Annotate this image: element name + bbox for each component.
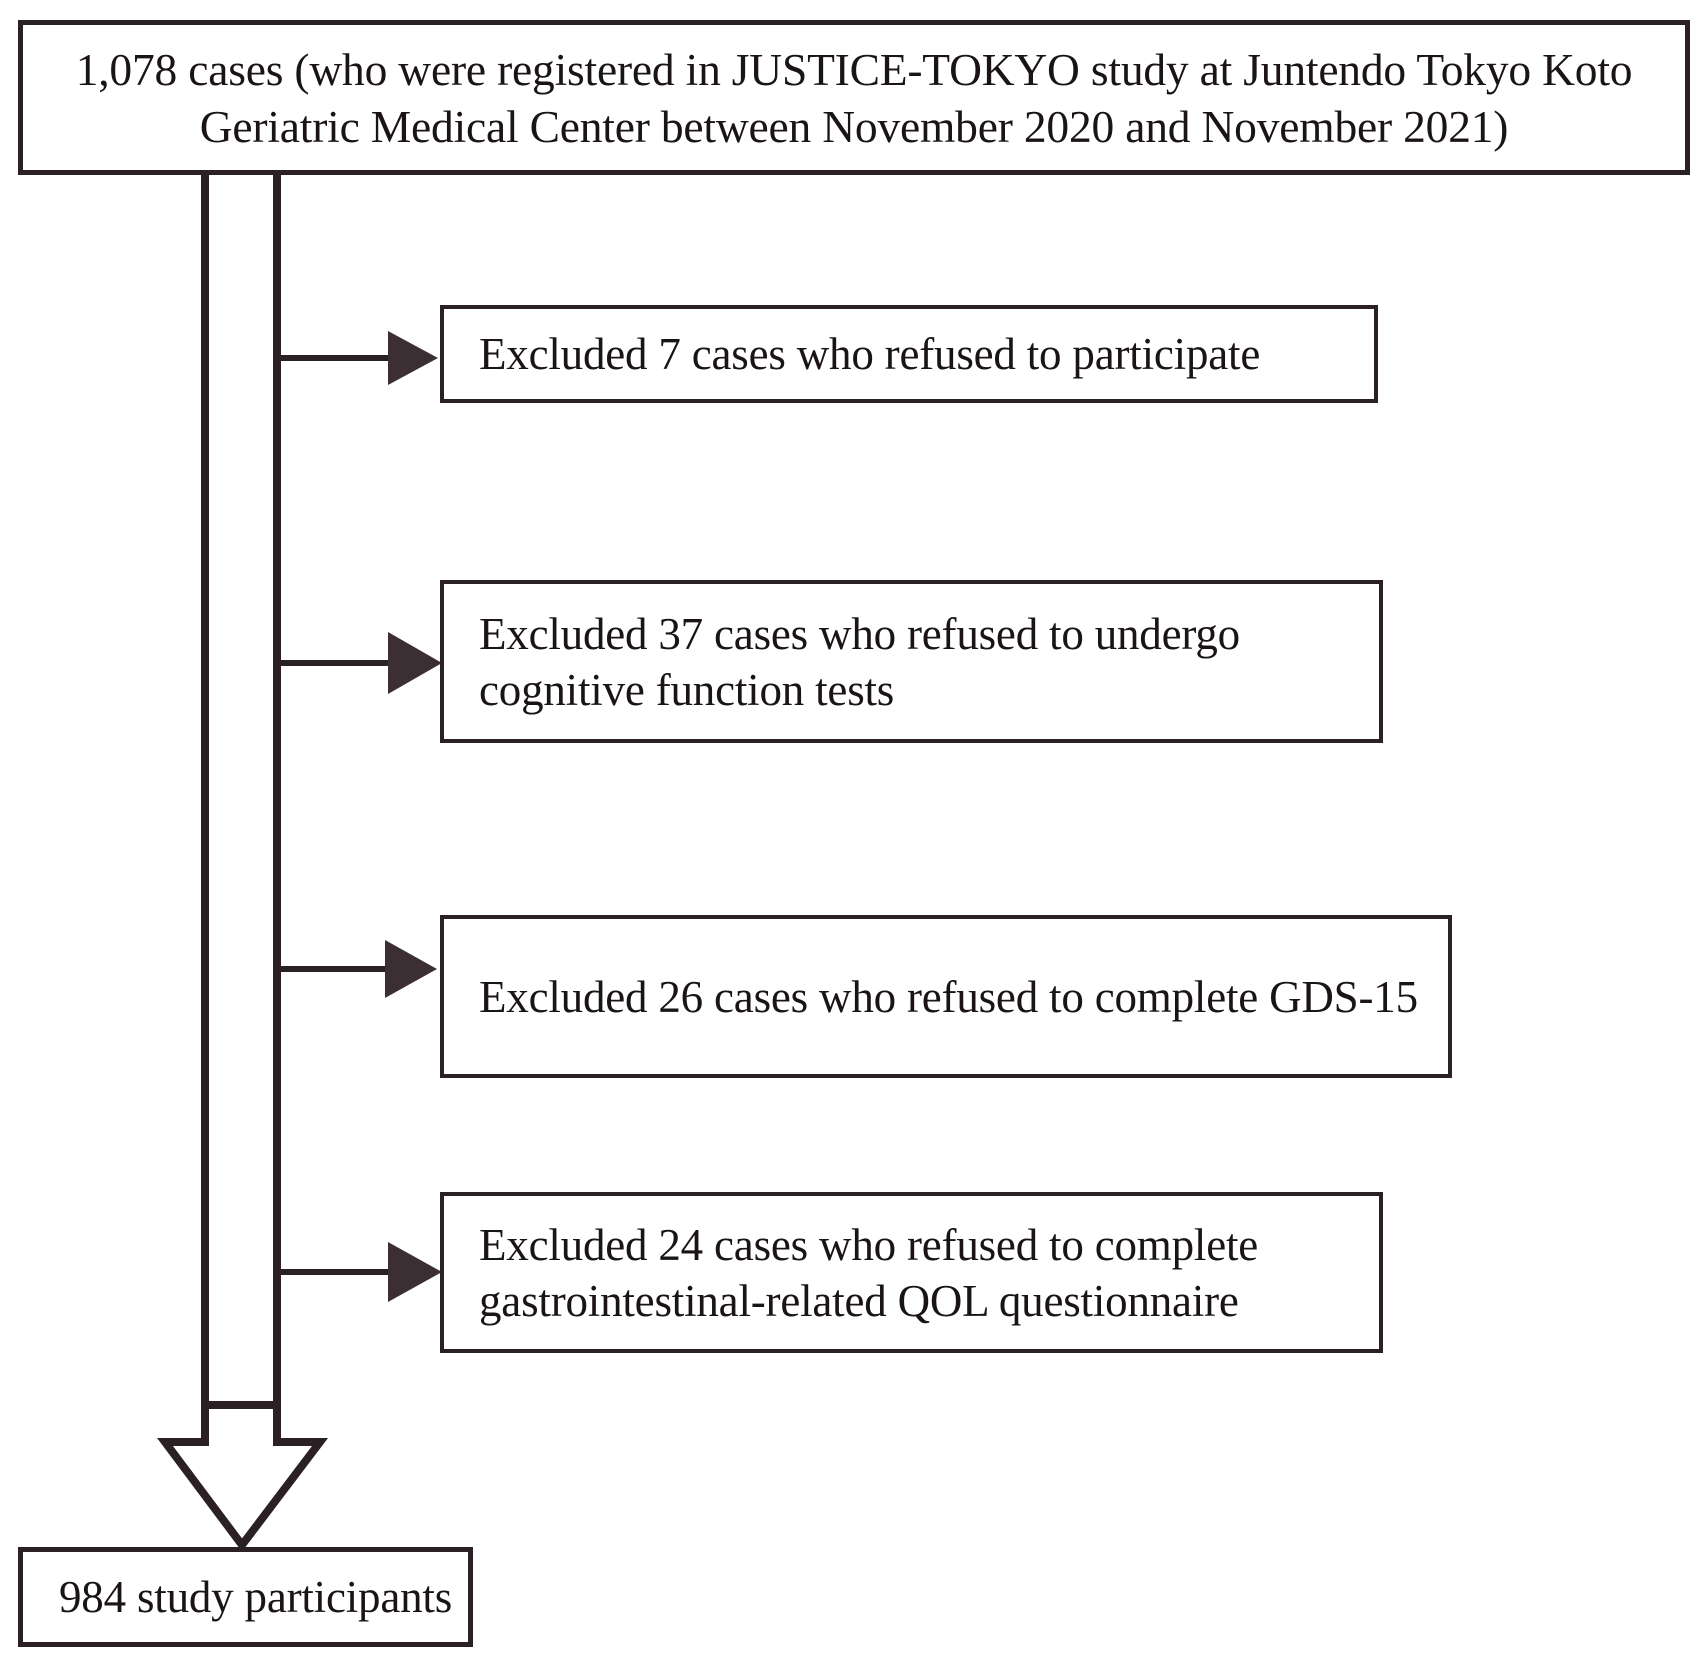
exclusion-label-3: Excluded 24 cases who refused to complet… <box>479 1219 1259 1326</box>
exclusion-branch-arrow-1 <box>277 331 438 385</box>
exclusion-box-refused-qol-questionnaire: Excluded 24 cases who refused to complet… <box>440 1192 1383 1353</box>
source-cohort-box: 1,078 cases (who were registered in JUST… <box>18 20 1690 175</box>
exclusion-label-0: Excluded 7 cases who refused to particip… <box>479 329 1261 379</box>
exclusion-branch-arrow-3 <box>277 940 437 998</box>
exclusion-box-refused-gds15: Excluded 26 cases who refused to complet… <box>440 915 1452 1078</box>
source-cohort-label: 1,078 cases (who were registered in JUST… <box>75 43 1633 152</box>
exclusion-label-1: Excluded 37 cases who refused to undergo… <box>479 608 1240 715</box>
main-flow-trunk <box>201 175 281 1415</box>
exclusion-box-refused-to-participate: Excluded 7 cases who refused to particip… <box>440 305 1378 403</box>
exclusion-branch-arrow-4 <box>277 1242 442 1302</box>
exclusion-box-refused-cognitive-tests: Excluded 37 cases who refused to undergo… <box>440 580 1383 743</box>
result-cohort-box: 984 study participants <box>18 1547 473 1647</box>
result-cohort-label: 984 study participants <box>59 1572 453 1622</box>
exclusion-label-2: Excluded 26 cases who refused to complet… <box>479 971 1418 1022</box>
exclusion-branch-arrow-2 <box>277 632 442 694</box>
terminal-block-arrow <box>157 1401 329 1552</box>
